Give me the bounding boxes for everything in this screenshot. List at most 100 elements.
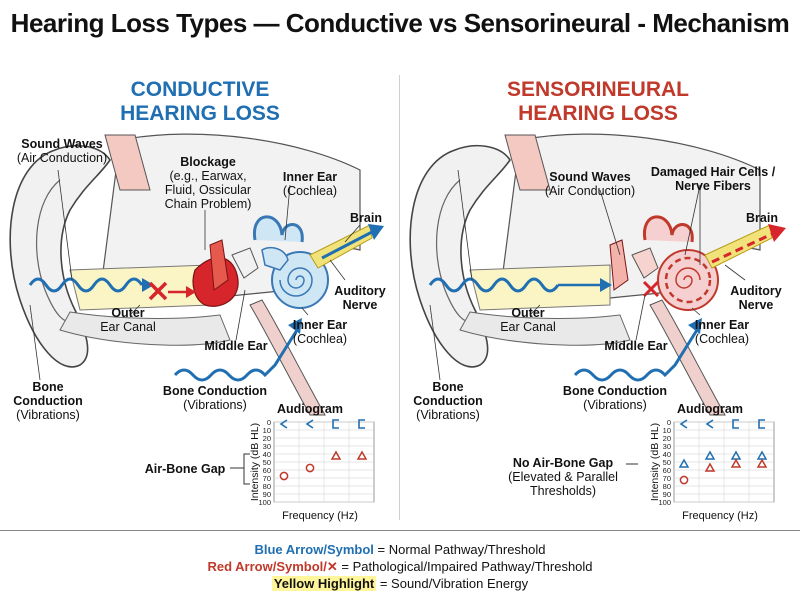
conductive-ear-diagram xyxy=(9,133,384,416)
impaired-brain-arrowhead xyxy=(768,224,786,242)
audiogram-ytick: 70 xyxy=(663,474,671,483)
eustachian-tube xyxy=(249,299,326,416)
audiogram-marker xyxy=(704,462,716,472)
legend-red: Red Arrow/Symbol/✕ = Pathological/Impair… xyxy=(0,558,800,575)
audiogram-ytick: 20 xyxy=(263,434,271,443)
audiogram-ytick: 60 xyxy=(263,466,271,475)
no-gap-pointer xyxy=(626,463,638,465)
air-wave-arrowhead xyxy=(600,278,612,292)
bone-conduction-wave xyxy=(573,329,699,382)
eardrum xyxy=(609,239,629,291)
sensorineural-auditory-nerve-label: Auditory Nerve xyxy=(730,284,782,312)
sensorineural-bone-conduction-label: Bone Conduction (Vibrations) xyxy=(562,384,668,412)
conductive-inner-ear-top-label: Inner Ear (Cochlea) xyxy=(282,170,338,198)
audiogram-ytick: 0 xyxy=(667,418,671,427)
audiogram-ytick: 90 xyxy=(663,490,671,499)
audiogram-ytick: 40 xyxy=(663,450,671,459)
audiogram-ytick: 50 xyxy=(263,458,271,467)
bone-conduction-wave xyxy=(173,329,299,382)
legend-blue-key: Blue Arrow/Symbol xyxy=(254,542,374,557)
audiogram-ytick: 100 xyxy=(258,498,271,507)
audiogram-right-xlabel: Frequency (Hz) xyxy=(682,510,758,522)
legend-red-key: Red Arrow/Symbol/ xyxy=(207,559,327,574)
eardrum xyxy=(209,239,229,291)
air-bone-gap-bracket xyxy=(230,453,250,485)
conductive-bone-label: Bone Conduction (Vibrations) xyxy=(13,380,83,422)
ossicles xyxy=(231,247,259,279)
legend-yellow-value: = Sound/Vibration Energy xyxy=(376,576,529,591)
conductive-sound-waves-label: Sound Waves (Air Conduction) xyxy=(16,137,108,165)
audiogram-ytick: 30 xyxy=(663,442,671,451)
legend-blue-value: = Normal Pathway/Threshold xyxy=(373,542,546,557)
audiogram-marker xyxy=(356,450,368,460)
audiogram-marker xyxy=(705,419,714,429)
audiogram-marker xyxy=(332,419,339,429)
audiogram-marker xyxy=(756,458,768,468)
audiogram-marker xyxy=(679,419,688,429)
air-wave-arrowhead xyxy=(142,278,154,292)
sensorineural-bone-label: Bone Conduction (Vibrations) xyxy=(413,380,483,422)
air-sound-wave xyxy=(428,277,560,293)
conductive-middle-ear-label: Middle Ear xyxy=(204,339,268,353)
upper-bone xyxy=(104,134,151,191)
audiogram-marker xyxy=(678,458,690,468)
audiogram-ytick: 70 xyxy=(263,474,271,483)
audiogram-right-title: Audiogram xyxy=(677,402,743,416)
legend-separator xyxy=(0,530,800,531)
sensorineural-ear-diagram xyxy=(409,133,786,416)
audiogram-ytick: 10 xyxy=(663,426,671,435)
bone-wave-arrowhead xyxy=(288,318,302,334)
audiogram-marker xyxy=(305,463,315,473)
audiogram-ytick: 10 xyxy=(263,426,271,435)
upper-bone xyxy=(504,134,551,191)
panel-divider xyxy=(399,75,400,520)
audiogram-ytick: 50 xyxy=(663,458,671,467)
audiogram-marker xyxy=(704,450,716,460)
sensorineural-brain-label: Brain xyxy=(746,211,778,225)
audiogram-ytick: 90 xyxy=(263,490,271,499)
bone-wave-arrowhead xyxy=(688,318,702,334)
legend-yellow: Yellow Highlight = Sound/Vibration Energ… xyxy=(0,575,800,592)
conductive-brain-label: Brain xyxy=(350,211,382,225)
audiogram-marker xyxy=(330,450,342,460)
legend-yellow-key: Yellow Highlight xyxy=(271,576,377,591)
legend-x-icon: ✕ xyxy=(326,559,338,574)
audiogram-marker xyxy=(679,475,689,485)
sensorineural-damaged-label: Damaged Hair Cells / Nerve Fibers xyxy=(650,165,776,193)
brain-arrowhead xyxy=(368,224,384,240)
conductive-heading-line2: HEARING LOSS xyxy=(120,102,280,125)
audiogram-ytick: 100 xyxy=(658,498,671,507)
cochlea-spiral xyxy=(675,267,701,289)
audiogram-marker xyxy=(279,471,289,481)
ossicles xyxy=(631,247,659,279)
audiogram-ytick: 0 xyxy=(267,418,271,427)
audiogram-ytick: 30 xyxy=(263,442,271,451)
sensorineural-middle-ear-label: Middle Ear xyxy=(604,339,668,353)
audiogram-marker xyxy=(758,419,765,429)
conductive-heading-line1: CONDUCTIVE xyxy=(130,78,270,101)
ear-canal-wall xyxy=(459,311,631,346)
audiogram-marker xyxy=(730,458,742,468)
impaired-brain-arrow xyxy=(711,232,773,264)
legend-blue: Blue Arrow/Symbol = Normal Pathway/Thres… xyxy=(0,541,800,558)
sensorineural-outer-ear-canal-label: Outer Ear Canal xyxy=(500,306,556,334)
conductive-bone-conduction-label: Bone Conduction (Vibrations) xyxy=(162,384,268,412)
conductive-heading: CONDUCTIVE HEARING LOSS xyxy=(105,78,295,126)
blocked-x-icon xyxy=(148,281,168,301)
ear-canal-wall xyxy=(59,311,231,346)
audiogram-left-xlabel: Frequency (Hz) xyxy=(282,510,358,522)
page-title: Hearing Loss Types — Conductive vs Senso… xyxy=(10,8,790,38)
audiogram-marker xyxy=(279,419,288,429)
sensorineural-heading-line2: HEARING LOSS xyxy=(518,102,678,125)
impaired-arrowhead xyxy=(186,286,196,298)
semicircular-canals xyxy=(252,215,304,243)
sensorineural-heading-line1: SENSORINEURAL xyxy=(506,78,690,101)
conductive-inner-ear-bottom-label: Inner Ear (Cochlea) xyxy=(292,318,348,346)
audiogram-ytick: 80 xyxy=(263,482,271,491)
conductive-outer-ear-canal-label: Outer Ear Canal xyxy=(100,306,156,334)
sensorineural-gap-label: No Air-Bone Gap (Elevated & Parallel Thr… xyxy=(508,456,618,498)
audiogram-marker xyxy=(358,419,365,429)
audiogram-ytick: 40 xyxy=(263,450,271,459)
